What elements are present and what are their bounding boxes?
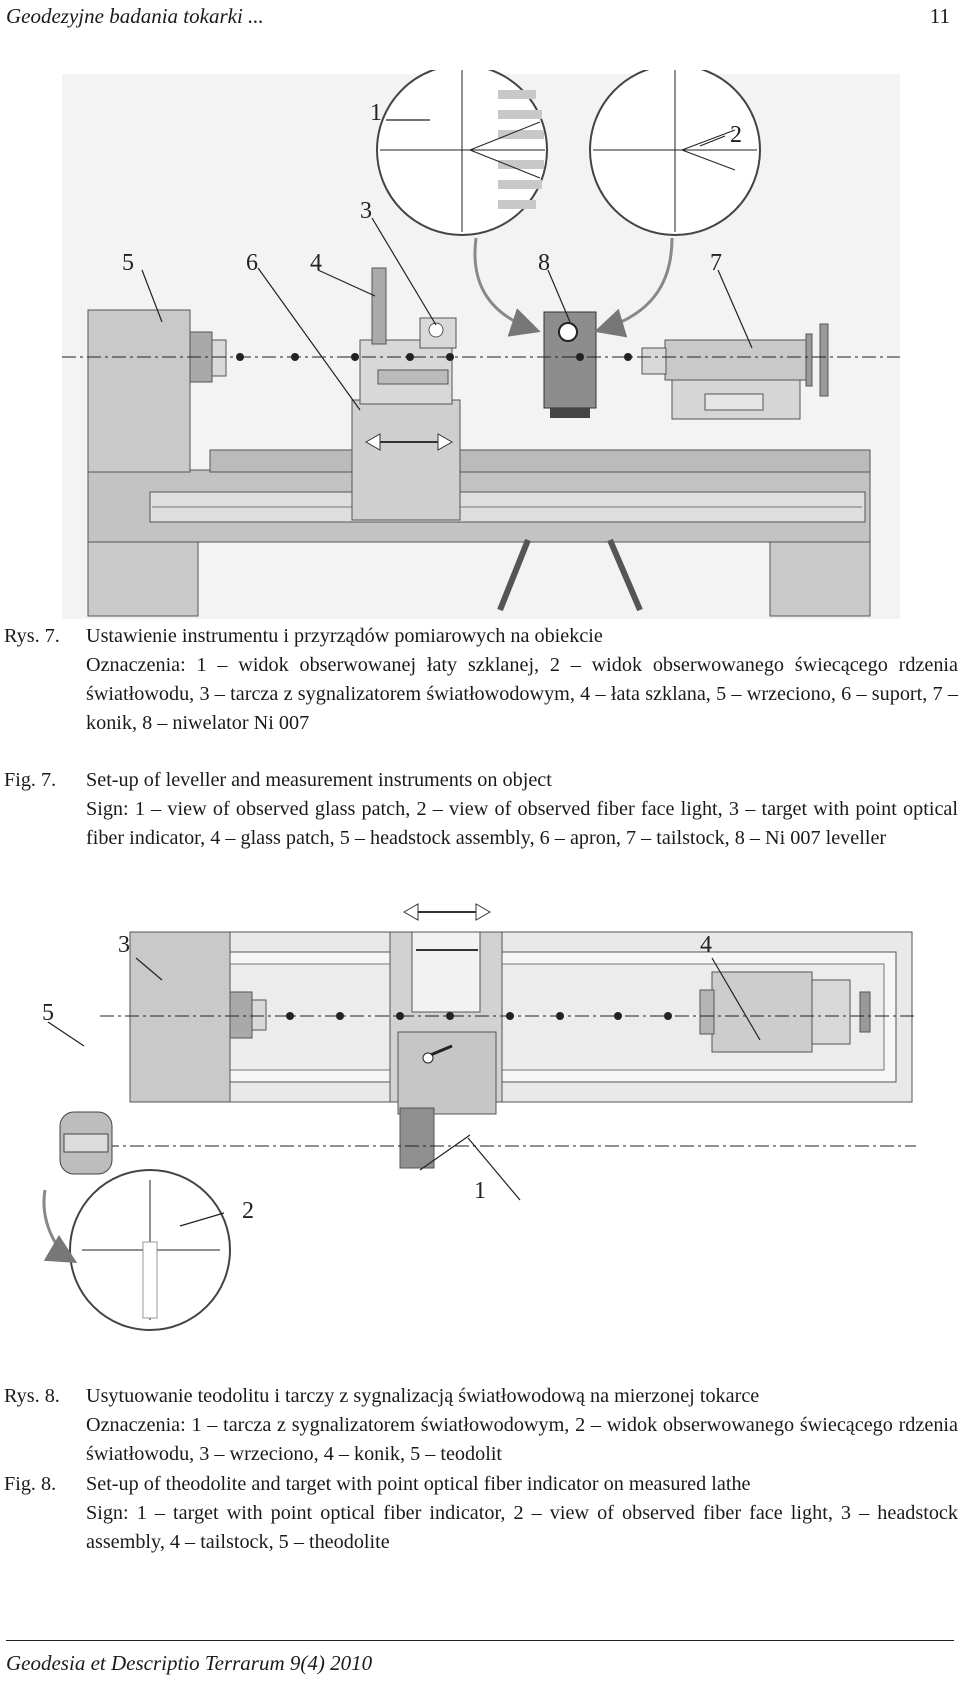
caption-7-en-label: Fig. 7.	[4, 769, 57, 791]
label-5: 5	[42, 1000, 54, 1026]
figure-8: 1 2 3 4 5	[0, 880, 960, 1350]
caption-7-pl: Rys. 7. Ustawienie instrumentu i przyrzą…	[4, 622, 958, 738]
caption-8-en: Fig. 8. Set-up of theodolite and target …	[4, 1470, 958, 1557]
label-6: 6	[246, 250, 258, 276]
label-3: 3	[118, 932, 130, 958]
label-1: 1	[474, 1178, 486, 1204]
label-8: 8	[538, 250, 550, 276]
figure-7-drawing: 1 2 3 4 5 6 7 8	[62, 64, 900, 619]
caption-8-pl: Rys. 8. Usytuowanie teodolitu i tarczy z…	[4, 1382, 958, 1469]
caption-7-en-legend: Sign: 1 – view of observed glass patch, …	[86, 798, 958, 849]
footer-rule	[6, 1640, 954, 1641]
label-2: 2	[242, 1198, 254, 1224]
caption-8-en-title: Set-up of theodolite and target with poi…	[86, 1473, 751, 1495]
caption-8-pl-label: Rys. 8.	[4, 1385, 60, 1407]
caption-7-en: Fig. 7. Set-up of leveller and measureme…	[4, 766, 958, 853]
caption-7-pl-label: Rys. 7.	[4, 625, 60, 647]
label-5: 5	[122, 250, 134, 276]
caption-8-pl-title: Usytuowanie teodolitu i tarczy z sygnali…	[86, 1385, 760, 1407]
running-title: Geodezyjne badania tokarki ...	[6, 4, 264, 28]
label-3: 3	[360, 198, 372, 224]
caption-8-en-label: Fig. 8.	[4, 1473, 57, 1495]
journal-footer: Geodesia et Descriptio Terrarum 9(4) 201…	[6, 1651, 373, 1675]
figure-8-drawing: 1 2 3 4 5	[42, 903, 916, 1331]
label-4: 4	[700, 932, 712, 958]
caption-8-pl-legend: Oznaczenia: 1 – tarcza z sygnalizatorem …	[86, 1414, 958, 1465]
page-number: 11	[929, 4, 950, 28]
figure-7: 1 2 3 4 5 6 7 8	[0, 64, 960, 630]
caption-8-en-legend: Sign: 1 – target with point optical fibe…	[86, 1502, 958, 1553]
caption-7-pl-legend: Oznaczenia: 1 – widok obserwowanej łaty …	[86, 654, 958, 734]
label-2: 2	[730, 122, 742, 148]
caption-7-en-title: Set-up of leveller and measurement instr…	[86, 769, 552, 791]
label-1: 1	[370, 100, 382, 126]
label-4: 4	[310, 250, 322, 276]
caption-7-pl-title: Ustawienie instrumentu i przyrządów pomi…	[86, 625, 603, 647]
label-7: 7	[710, 250, 722, 276]
